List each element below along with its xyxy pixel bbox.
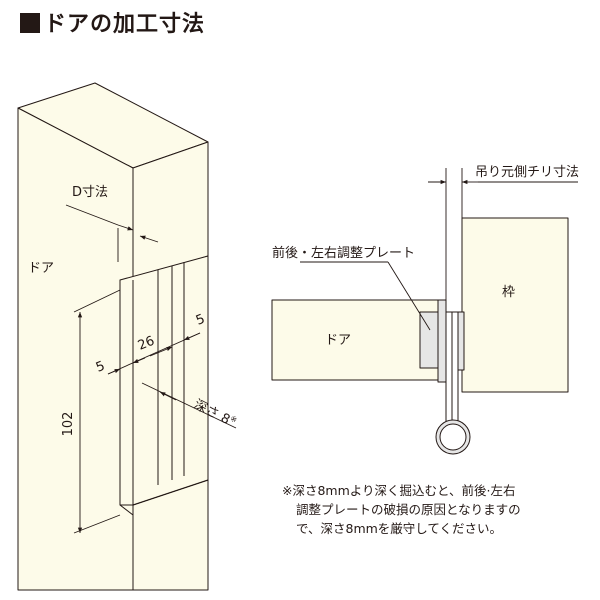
clearance-label: 吊り元側チリ寸法 xyxy=(475,165,579,180)
hinge-leaf-2 xyxy=(451,311,459,423)
left-door-view xyxy=(17,82,209,591)
d-dimension-label: D寸法 xyxy=(72,185,108,200)
mortise-bottom-edge xyxy=(132,479,209,506)
height-label: 102 xyxy=(61,412,76,437)
width-arrow-left xyxy=(107,368,121,375)
hinge-knuckle-inner xyxy=(439,423,467,451)
page-title: ドアの加工寸法 xyxy=(20,10,205,40)
depth-dimension-line xyxy=(141,382,237,429)
d-dimension-arrow-2 xyxy=(139,235,159,243)
hinge-plate-door xyxy=(437,299,447,383)
height-ext-top xyxy=(73,289,121,313)
left-door-label: ドア xyxy=(28,261,54,276)
frame-block xyxy=(461,217,569,393)
frame-label: 枠 xyxy=(502,285,515,300)
left-dimensions xyxy=(65,204,237,534)
page-title-text: ドアの加工寸法 xyxy=(44,12,206,37)
depth-arrow xyxy=(159,391,177,401)
width-arrow-mid-r xyxy=(149,346,173,357)
mortise-bottom-step xyxy=(119,504,134,516)
adjust-plate xyxy=(419,311,439,369)
plate-leader-diag xyxy=(387,261,431,331)
door-front-face xyxy=(17,107,134,591)
width-arrow-mid-l xyxy=(132,357,146,364)
note-line-1: ※深さ8mmより深く掘込むと、前後·左右 xyxy=(282,483,516,498)
d-dimension-arrow xyxy=(117,224,134,231)
depth-mark: ※ xyxy=(229,414,239,425)
width-middle-label: 26 xyxy=(136,334,157,354)
note-line-2: 調整プレートの破損の原因となりますの xyxy=(296,502,521,517)
note-line-3: で、深さ8mmを厳守してください。 xyxy=(296,521,503,536)
right-door-label: ドア xyxy=(325,333,351,348)
d-dimension-line xyxy=(65,204,119,226)
hinge-leaf-1 xyxy=(445,311,453,423)
height-ext-bottom xyxy=(73,514,121,534)
plate-label: 前後・左右調整プレート xyxy=(272,245,415,261)
title-square-icon xyxy=(20,13,40,33)
door-block xyxy=(271,299,441,381)
hinge-plate-frame xyxy=(457,311,465,371)
width-arrow-right xyxy=(183,332,201,341)
right-section-view xyxy=(271,217,569,455)
right-dimensions xyxy=(300,168,578,331)
